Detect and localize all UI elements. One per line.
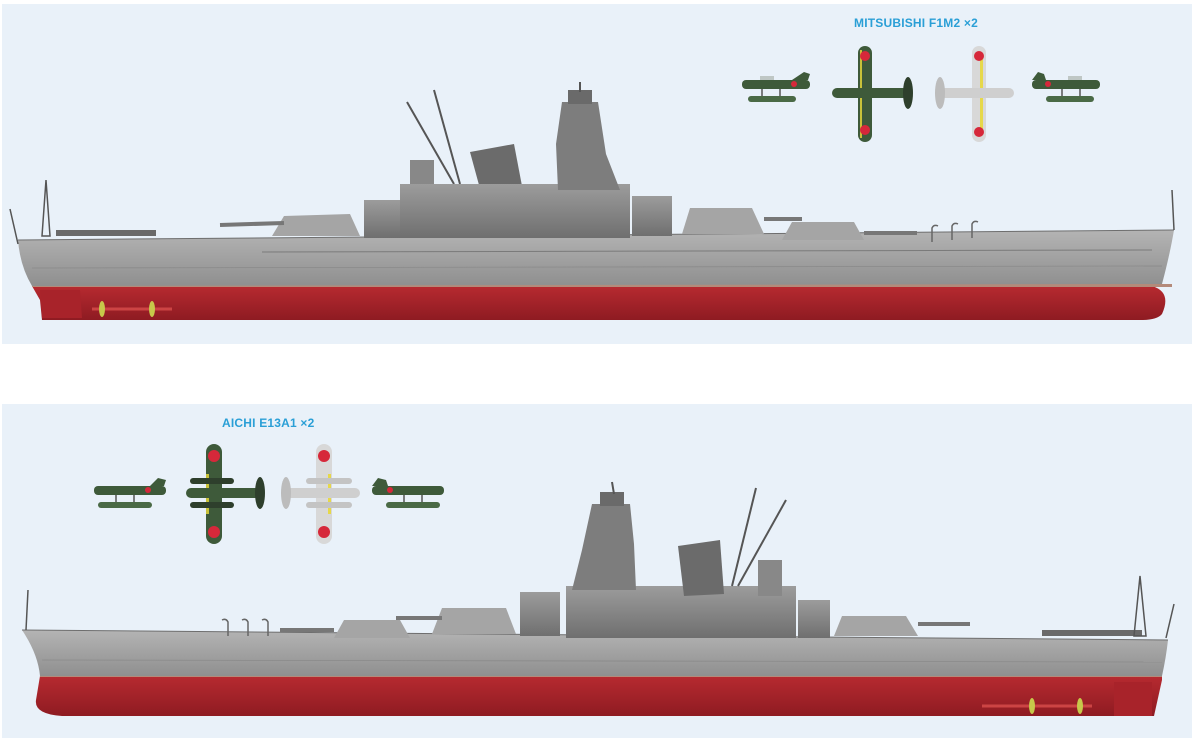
aircraft-group-f1m2 — [742, 46, 1100, 142]
top-ship-panel: MITSUBISHI F1M2 ×2 — [2, 4, 1192, 344]
aircraft-caption-e13a1: AICHI E13A1 ×2 — [222, 416, 315, 430]
battleship-starboard-illustration — [9, 46, 1175, 320]
aircraft-group-e13a1 — [94, 444, 444, 544]
bottom-ship-panel: AICHI E13A1 ×2 — [2, 404, 1192, 738]
battleship-hull-port — [21, 481, 1175, 716]
aircraft-caption-f1m2: MITSUBISHI F1M2 ×2 — [854, 16, 978, 30]
battleship-hull-starboard — [9, 82, 1175, 320]
battleship-port-illustration — [21, 444, 1175, 716]
